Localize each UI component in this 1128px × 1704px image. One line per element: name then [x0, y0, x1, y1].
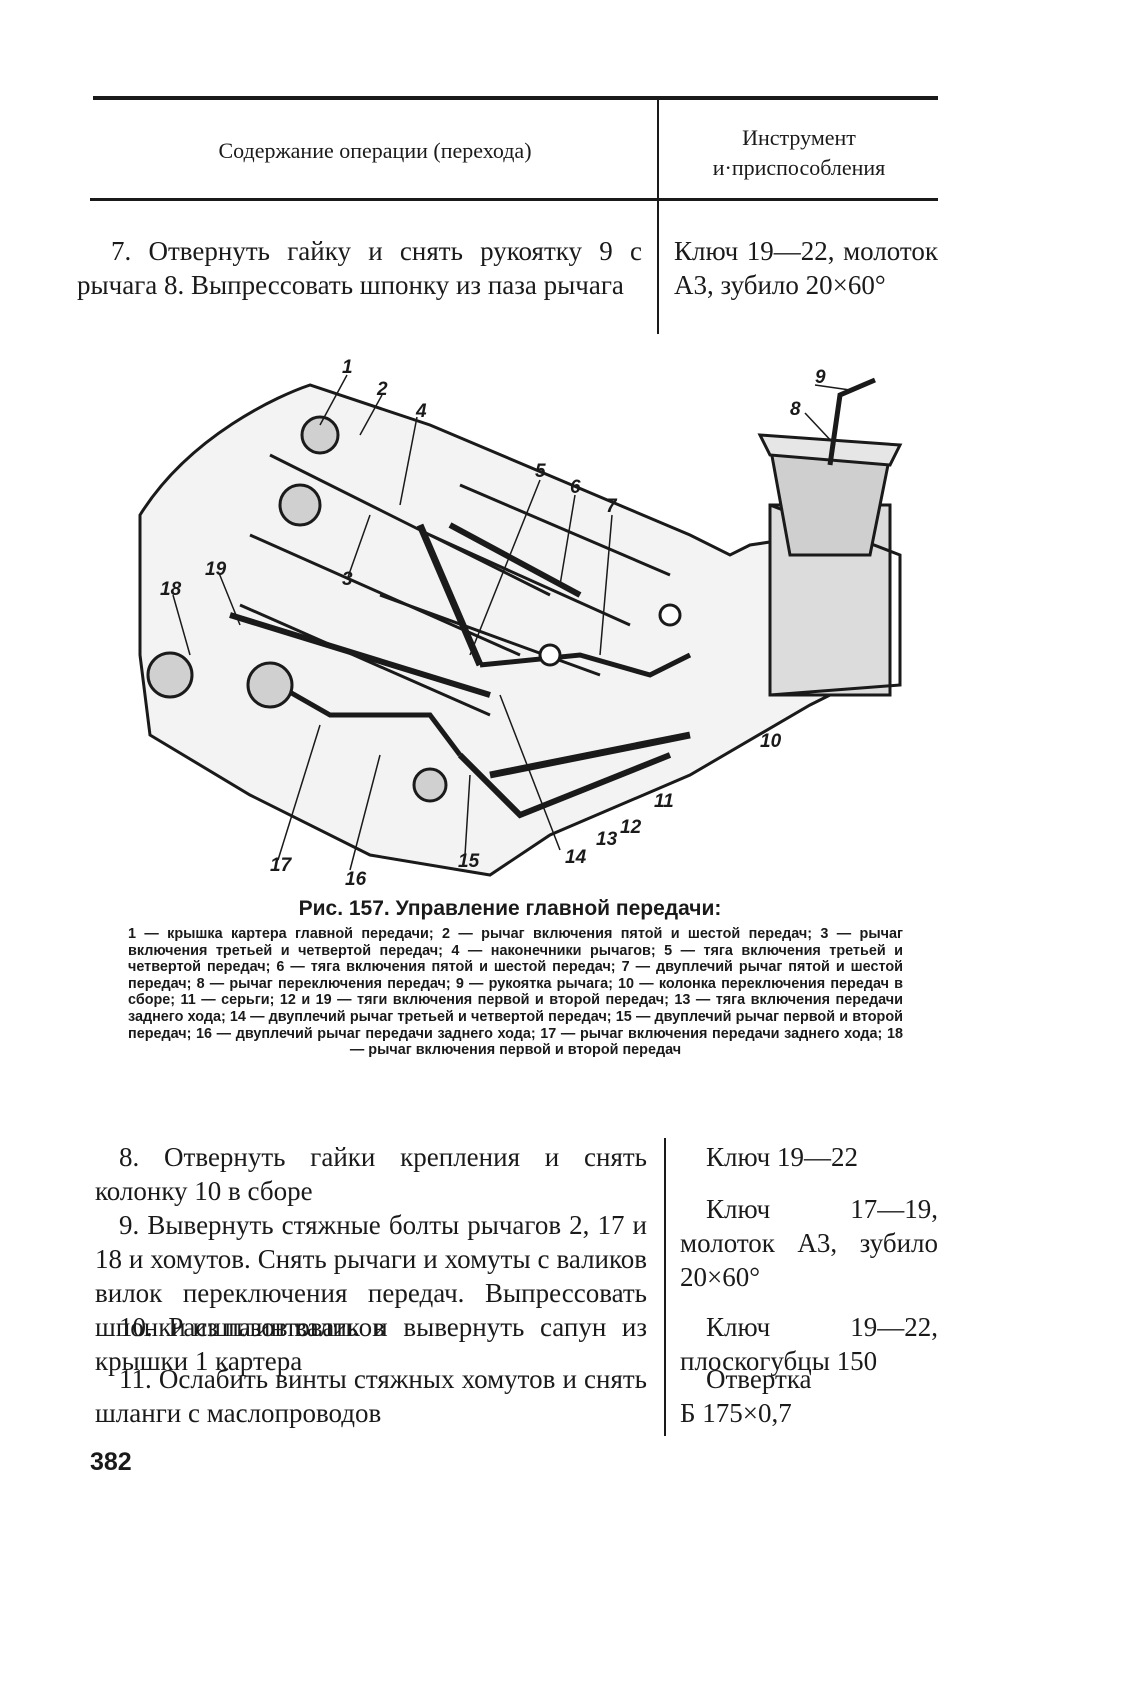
table-column-divider: [657, 98, 659, 334]
figure-legend: 1 — крышка картера главной передачи; 2 —…: [128, 926, 903, 1059]
operation-9-tool: Ключ 17—19, молоток А3, зубило 20×60°: [680, 1194, 938, 1292]
operation-8-text: 8. Отвернуть гайки крепления и снять кол…: [95, 1142, 647, 1206]
callout-16: 16: [345, 869, 367, 890]
callout-6: 6: [570, 477, 581, 498]
header-bottom-rule: [90, 198, 938, 201]
rod-3-4: [416, 523, 484, 667]
callout-4: 4: [415, 401, 427, 422]
operation-7-tool: Ключ 19—22, молоток А3, зубило 20×60°: [674, 236, 938, 300]
callout-10: 10: [760, 731, 782, 752]
operation-9-text: 9. Вывернуть стяжные болты рычагов 2, 17…: [95, 1210, 647, 1342]
callout-11: 11: [654, 791, 674, 812]
operation-10-text: 10. Расшплинтовать и вывернуть сапун из …: [95, 1312, 647, 1376]
shift-lever: [827, 377, 876, 466]
figure-caption-title: Рис. 157. Управление главной передачи:: [298, 897, 722, 920]
callout-15: 15: [458, 851, 480, 872]
header-operation-content: Содержание операции (перехода): [218, 138, 532, 163]
rod-5-6: [448, 522, 582, 598]
rod-reverse: [489, 731, 691, 779]
callout-13: 13: [596, 829, 618, 850]
callout-5: 5: [535, 461, 546, 482]
header-top-rule: [93, 96, 938, 100]
callout-3: 3: [342, 569, 353, 590]
figure-gear-control-illustration: 1 2 3 4 5 6 7 8 9 10 11 12 13 14 15 16 1…: [138, 357, 903, 890]
callout-2: 2: [376, 379, 388, 400]
header-tools: Инструмент и·приспособления: [712, 125, 886, 180]
page-number: 382: [90, 1448, 132, 1476]
callout-17: 17: [270, 855, 293, 876]
rod-1-2: [229, 612, 491, 698]
operation-7-text: 7. Отвернуть гайку и снять рукоятку 9 с …: [77, 236, 642, 300]
callout-19: 19: [205, 559, 227, 580]
callout-1: 1: [342, 357, 353, 378]
callout-18: 18: [160, 579, 182, 600]
operation-10-tool: Ключ 19—22, плоскогубцы 150: [680, 1312, 938, 1376]
callout-7: 7: [606, 496, 618, 517]
lower-column-divider: [664, 1138, 666, 1436]
operation-8-tool: Ключ 19—22: [706, 1142, 858, 1172]
callout-12: 12: [620, 817, 642, 838]
housing-outline: [138, 383, 892, 877]
callout-14: 14: [565, 847, 587, 868]
callout-8: 8: [790, 399, 801, 420]
operation-11-tool: Отвертка Б 175×0,7: [680, 1364, 812, 1428]
operation-11-text: 11. Ослабить винты стяжных хомутов и сня…: [95, 1364, 647, 1428]
callout-9: 9: [815, 367, 826, 388]
